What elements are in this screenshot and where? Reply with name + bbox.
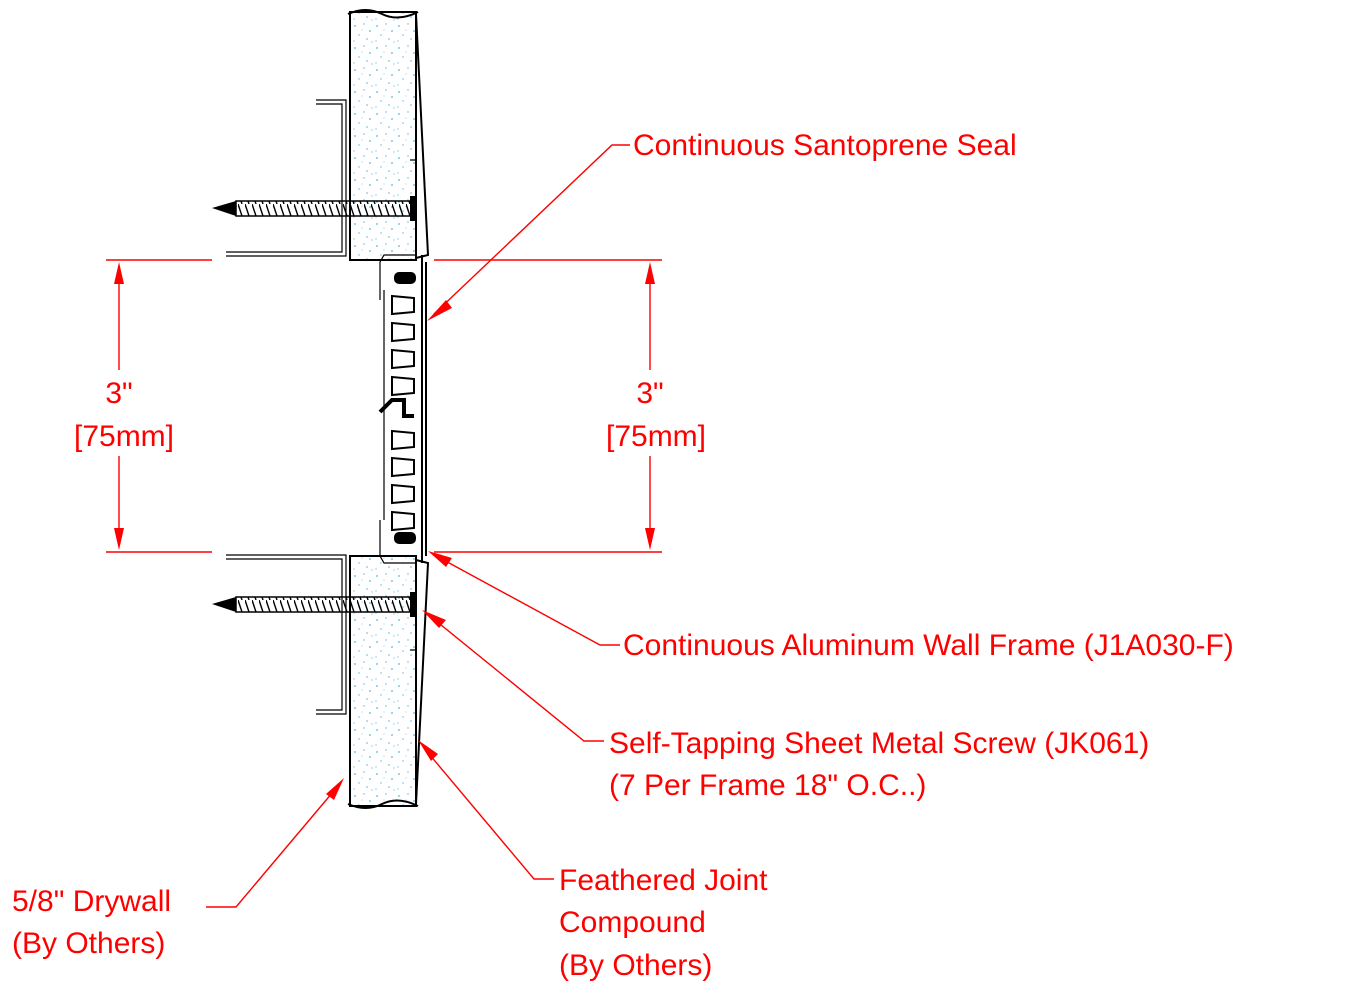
seal-cell	[391, 294, 415, 316]
upper-drywall-panel	[347, 9, 419, 261]
screw-leader	[422, 610, 604, 742]
drywall-leader	[206, 778, 344, 908]
lower-stud-channel	[226, 554, 347, 715]
left-dimension: 3" [75mm]	[74, 259, 212, 553]
upper-stud-channel	[226, 99, 347, 257]
seal-cell	[391, 483, 415, 505]
joint-compound	[415, 13, 430, 805]
santoprene-seal	[378, 262, 427, 556]
lower-screw	[212, 592, 416, 617]
seal-cell	[391, 375, 415, 397]
right-dimension-inches: 3"	[636, 377, 663, 410]
right-dimension-mm: [75mm]	[606, 420, 706, 453]
left-dimension-mm: [75mm]	[74, 420, 174, 453]
compound-label-line3: (By Others)	[559, 949, 712, 982]
compound-leader	[418, 740, 554, 880]
seal-label: Continuous Santoprene Seal	[633, 129, 1017, 162]
drywall-label-line1: 5/8" Drywall	[12, 885, 171, 918]
compound-label-line2: Compound	[559, 906, 706, 939]
seal-cell	[391, 429, 415, 451]
screw-label-line1: Self-Tapping Sheet Metal Screw (JK061)	[609, 727, 1149, 760]
aluminum-wall-frame	[379, 159, 423, 651]
drywall-label-line2: (By Others)	[12, 927, 165, 960]
frame-leader	[428, 551, 620, 646]
seal-cell	[391, 510, 415, 532]
upper-screw	[212, 196, 416, 221]
frame-label: Continuous Aluminum Wall Frame (J1A030-F…	[623, 629, 1234, 662]
seal-leader	[427, 144, 630, 321]
screw-label-line2: (7 Per Frame 18" O.C..)	[609, 769, 926, 802]
compound-label-line1: Feathered Joint	[559, 864, 768, 897]
lower-drywall-panel	[347, 555, 419, 809]
seal-cell	[391, 321, 415, 343]
left-dimension-inches: 3"	[105, 377, 132, 410]
right-dimension: 3" [75mm]	[434, 259, 706, 553]
seal-cell	[391, 456, 415, 478]
seal-cell	[391, 348, 415, 370]
